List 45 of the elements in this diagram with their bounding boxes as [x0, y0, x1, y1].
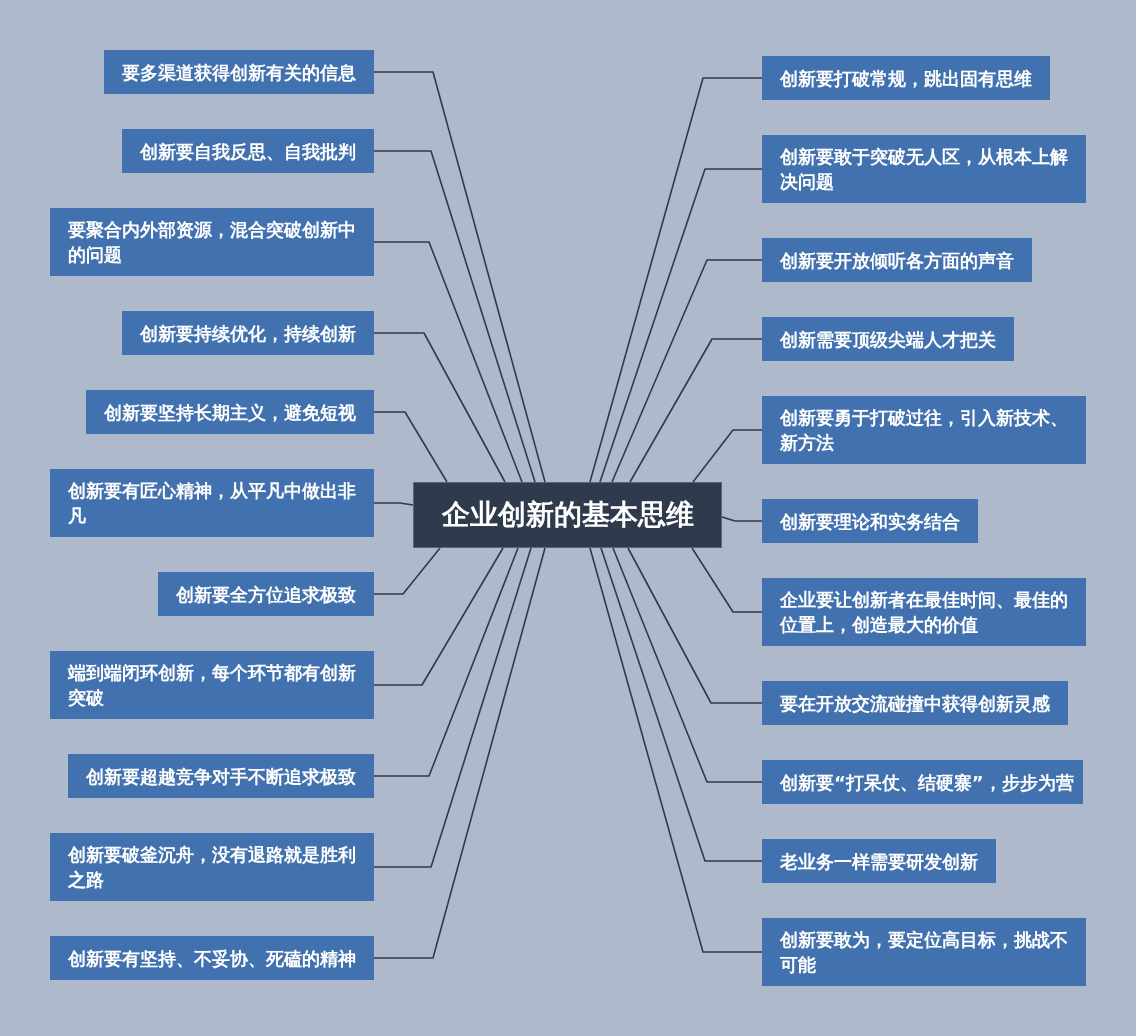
topic-box: 创新要敢为，要定位高目标，挑战不可能 [762, 918, 1086, 986]
topic-box: 要聚合内外部资源，混合突破创新中的问题 [50, 208, 374, 276]
topic-box: 企业要让创新者在最佳时间、最佳的位置上，创造最大的价值 [762, 578, 1086, 646]
connector-line [721, 516, 763, 522]
connector-line [373, 547, 441, 595]
connector-line [589, 77, 763, 483]
connector-line [373, 71, 546, 483]
topic-box: 创新要超越竞争对手不断追求极致 [68, 754, 374, 798]
topic-box: 创新要开放倾听各方面的声音 [762, 238, 1032, 282]
connector-line [373, 332, 506, 483]
connector-line [600, 547, 763, 862]
connector-line [373, 241, 523, 483]
topic-box: 创新要破釜沉舟，没有退路就是胜利之路 [50, 833, 374, 901]
connector-line [691, 547, 763, 613]
connector-line [692, 429, 763, 483]
connector-line [373, 502, 414, 506]
central-topic-box: 企业创新的基本思维 [413, 482, 722, 548]
topic-box: 创新要勇于打破过往，引入新技术、新方法 [762, 396, 1086, 464]
connector-line [373, 411, 448, 483]
connector-line [599, 168, 763, 483]
topic-box: 老业务一样需要研发创新 [762, 839, 996, 883]
connector-line [611, 259, 763, 483]
topic-box: 创新要有匠心精神，从平凡中做出非凡 [50, 469, 374, 537]
topic-box: 创新要持续优化，持续创新 [122, 311, 374, 355]
connector-line [373, 547, 519, 777]
connector-line [629, 338, 763, 483]
connector-line [627, 547, 763, 704]
connector-line [373, 547, 546, 959]
topic-box: 创新要敢于突破无人区，从根本上解决问题 [762, 135, 1086, 203]
topic-box: 要多渠道获得创新有关的信息 [104, 50, 374, 94]
topic-box: 要在开放交流碰撞中获得创新灵感 [762, 681, 1068, 725]
connector-line [373, 150, 536, 483]
connector-line [373, 547, 532, 868]
topic-box: 创新要坚持长期主义，避免短视 [86, 390, 374, 434]
topic-box: 创新要“打呆仗、结硬寨”，步步为营 [762, 760, 1083, 804]
topic-box: 创新要有坚持、不妥协、死磕的精神 [50, 936, 374, 980]
connector-line [589, 547, 763, 953]
connector-line [612, 547, 763, 783]
topic-box: 创新需要顶级尖端人才把关 [762, 317, 1014, 361]
topic-box: 端到端闭环创新，每个环节都有创新突破 [50, 651, 374, 719]
topic-box: 创新要打破常规，跳出固有思维 [762, 56, 1050, 100]
topic-box: 创新要理论和实务结合 [762, 499, 978, 543]
topic-box: 创新要全方位追求极致 [158, 572, 374, 616]
connector-line [373, 547, 504, 686]
topic-box: 创新要自我反思、自我批判 [122, 129, 374, 173]
